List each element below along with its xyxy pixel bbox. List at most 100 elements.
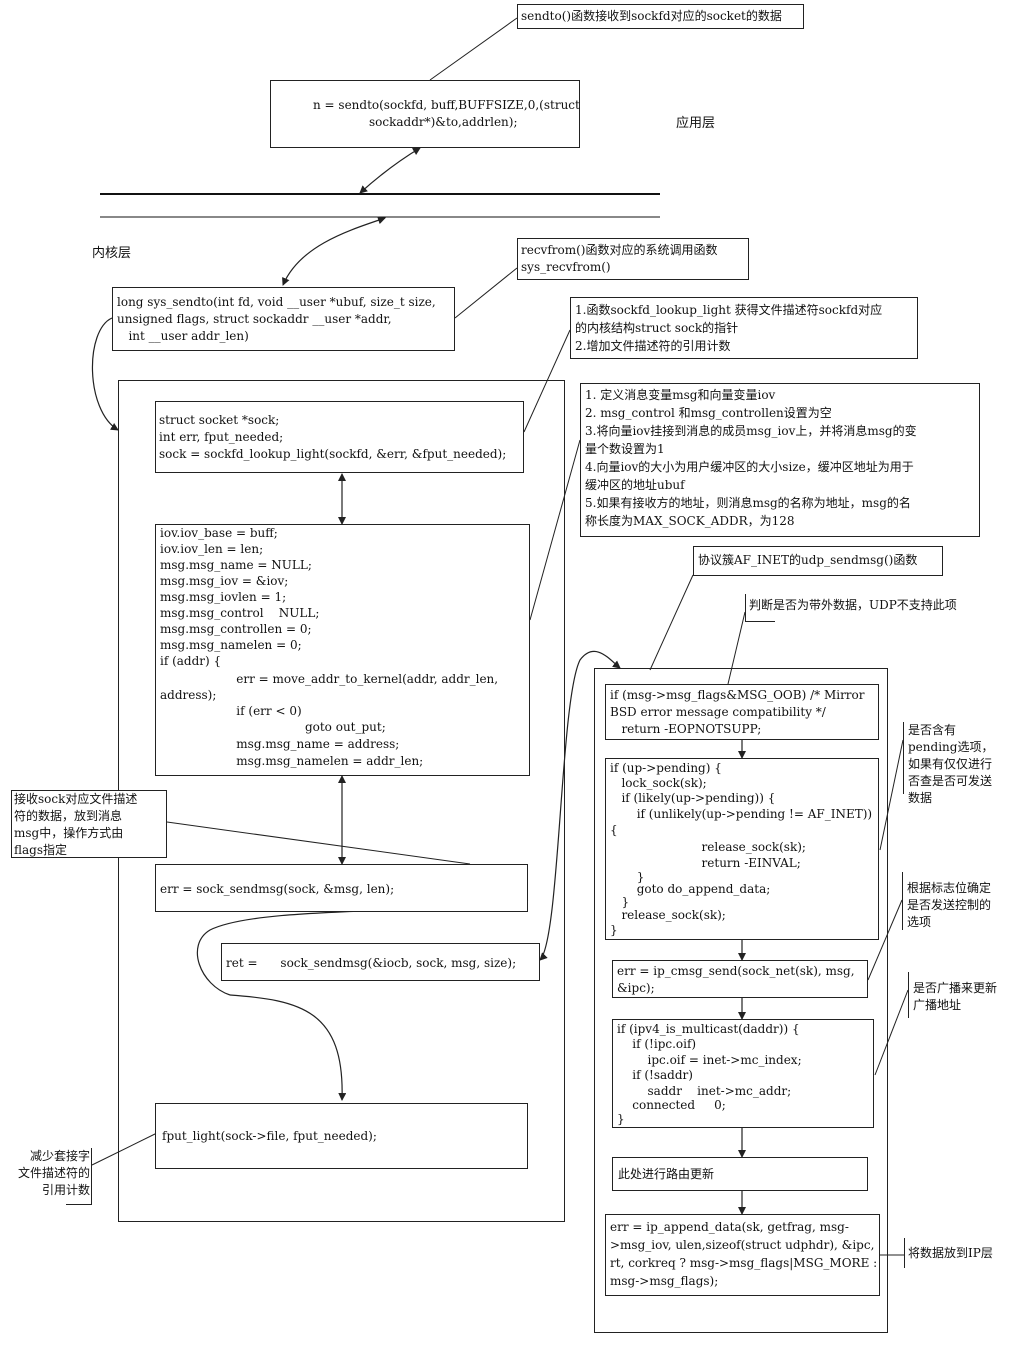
kernel-syscall-arrow — [282, 216, 386, 286]
pending-line-2: lock_sock(sk); — [610, 776, 707, 790]
sock-line-3: sock = sockfd_lookup_light(sockfd, &err,… — [159, 447, 507, 461]
pending-line-4: if (unlikely(up->pending != AF_INET)) — [610, 807, 873, 821]
fput-text: fput_light(sock->file, fput_needed); — [162, 1129, 377, 1143]
udp-note-connector — [649, 574, 694, 671]
iov-line-1: iov.iov_base = buff; — [160, 526, 278, 540]
iov-line-15: msg.msg_namelen = addr_len; — [160, 754, 424, 768]
bcast-note-connector — [874, 989, 909, 1076]
msg-note-line-4: 量个数设置为1 — [585, 442, 665, 456]
sock-line-1: struct socket *sock; — [159, 413, 280, 427]
mcast-line-7: } — [617, 1112, 625, 1126]
decrease-note-line-3: 引用计数 — [41, 1183, 90, 1197]
iov-line-5: msg.msg_iovlen = 1; — [160, 590, 287, 604]
msg-note-line-3: 3.将向量iov挂接到消息的成员msg_iov上，并将消息msg的变 — [585, 424, 917, 438]
msg-note-line-7: 5.如果有接收方的地址，则消息msg的名称为地址，msg的名 — [585, 496, 911, 510]
iov-line-14: msg.msg_name = address; — [160, 737, 400, 751]
flag-note-border — [902, 872, 903, 930]
pending-check-box: if (up->pending) { lock_sock(sk); if (li… — [605, 758, 879, 940]
append-line-3: rt, corkreq ? msg->msg_flags|MSG_MORE : — [610, 1256, 878, 1270]
pending-line-11: release_sock(sk); — [610, 908, 726, 922]
pending-note-line-3: 如果有仅仅进行 — [908, 757, 993, 771]
cmsg-line-2: &ipc); — [617, 981, 655, 995]
decrease-note-line-1: 减少套接字 — [29, 1149, 90, 1163]
pending-line-10: } — [610, 895, 630, 909]
oob-note-bottom — [745, 621, 775, 622]
syscall-note-line-1: recvfrom()函数对应的系统调用函数 — [521, 243, 718, 257]
flag-note: 根据标志位确定 是否发送控制的 选项 — [902, 880, 1014, 934]
oob-check-box: if (msg->msg_flags&MSG_OOB) /* Mirror BS… — [605, 684, 879, 740]
bcast-note-line-1: 是否广播来更新 — [913, 981, 998, 995]
iov-line-2: iov.iov_len = len; — [160, 542, 264, 556]
recv-note-line-4: flags指定 — [14, 843, 67, 857]
ip-note-text: 将数据放到IP层 — [908, 1246, 993, 1260]
sys-sendto-line-1: long sys_sendto(int fd, void __user *ubu… — [117, 295, 436, 309]
sys-to-frame-arrow — [91, 317, 119, 431]
iov-line-9: if (addr) { — [160, 654, 222, 668]
lookup-note-line-3: 2.增加文件描述符的引用计数 — [575, 339, 731, 353]
msg-note-connector — [529, 439, 581, 621]
flag-note-line-1: 根据标志位确定 — [907, 881, 992, 895]
recv-note: 接收sock对应文件描述 符的数据，放到消息 msg中，操作方式由 flags指… — [11, 790, 167, 858]
ip-layer-note: 将数据放到IP层 — [904, 1240, 1014, 1268]
append-line-4: msg->msg_flags); — [610, 1274, 719, 1288]
iov-line-12: if (err < 0) — [160, 704, 302, 718]
ret-to-fput-arrow — [229, 994, 347, 1101]
iov-line-11: address); — [160, 688, 217, 702]
ret-call-box: ret = sock_sendmsg(&iocb, sock, msg, siz… — [221, 943, 540, 981]
oob-line-2: BSD error message compatibility */ — [610, 705, 826, 719]
lookup-note-line-1: 1.函数sockfd_lookup_light 获得文件描述符sockfd对应 — [575, 303, 883, 317]
iov-line-4: msg.msg_iov = &iov; — [160, 574, 289, 588]
sys-sendto-line-3: int __user addr_len) — [117, 329, 249, 343]
oob-note-text: 判断是否为带外数据，UDP不支持此项 — [749, 598, 957, 612]
app-call-line-1: n = sendto(sockfd, buff,BUFFSIZE,0,(stru… — [313, 98, 580, 112]
msg-note-line-1: 1. 定义消息变量msg和向量变量iov — [585, 388, 776, 402]
ret-call-text: ret = sock_sendmsg(&iocb, sock, msg, siz… — [226, 956, 517, 970]
iov-line-6: msg.msg_control NULL; — [160, 606, 320, 620]
recv-note-connector — [166, 821, 471, 865]
append-data-box: err = ip_append_data(sk, getfrag, msg- >… — [605, 1214, 880, 1296]
pending-note-border — [903, 722, 904, 794]
kernel-layer-label: 内核层 — [92, 246, 132, 261]
sock-sendmsg-text: err = sock_sendmsg(sock, &msg, len); — [160, 882, 395, 896]
oob-line-3: return -EOPNOTSUPP; — [610, 722, 762, 736]
oob-note-connector — [727, 611, 746, 685]
append-line-1: err = ip_append_data(sk, getfrag, msg- — [610, 1220, 849, 1234]
syscall-note-connector — [454, 267, 518, 319]
top-note-connector — [429, 17, 518, 81]
app-layer-label: 应用层 — [676, 116, 716, 131]
route-update-box: 此处进行路由更新 — [612, 1157, 868, 1191]
oob-line-1: if (msg->msg_flags&MSG_OOB) /* Mirror — [610, 688, 865, 702]
bcast-note-line-2: 广播地址 — [913, 998, 962, 1012]
pending-line-6: release_sock(sk); — [610, 840, 806, 854]
append-line-2: >msg_iov, ulen,sizeof(struct udphdr), &i… — [610, 1238, 875, 1252]
syscall-note-line-2: sys_recvfrom() — [521, 260, 611, 274]
pending-note-line-1: 是否含有 — [908, 723, 957, 737]
decrease-note-line-2: 文件描述符的 — [17, 1166, 90, 1180]
iov-setup-box: iov.iov_base = buff; iov.iov_len = len; … — [155, 524, 530, 776]
flag-note-line-3: 选项 — [907, 915, 932, 929]
udp-note-text: 协议簇AF_INET的udp_sendmsg()函数 — [698, 553, 918, 567]
multicast-box: if (ipv4_is_multicast(daddr)) { if (!ipc… — [612, 1019, 874, 1128]
pending-note: 是否含有 pending选项， 如果有仅仅进行 否查是否可发送 数据 — [903, 722, 1017, 812]
sys-sendto-line-2: unsigned flags, struct sockaddr __user *… — [117, 312, 392, 326]
pending-line-7: return -EINVAL; — [610, 856, 801, 870]
pending-line-5: { — [610, 823, 618, 837]
app-call-box: n = sendto(sockfd, buff,BUFFSIZE,0,(stru… — [270, 80, 580, 148]
broadcast-note: 是否广播来更新 广播地址 — [908, 980, 1018, 1018]
iov-line-3: msg.msg_name = NULL; — [160, 558, 312, 572]
iov-line-8: msg.msg_namelen = 0; — [160, 638, 302, 652]
mcast-line-3: ipc.oif = inet->mc_index; — [617, 1053, 802, 1067]
sock-line-2: int err, fput_needed; — [159, 430, 284, 444]
lookup-note-connector — [523, 329, 571, 433]
top-note: sendto()函数接收到sockfd对应的socket的数据 — [517, 4, 804, 29]
mcast-line-5: saddr inet->mc_addr; — [617, 1084, 792, 1098]
oob-note-border — [745, 594, 746, 622]
recv-note-line-3: msg中，操作方式由 — [14, 826, 124, 840]
iov-line-13: goto out_put; — [160, 720, 386, 734]
iov-line-10: err = move_addr_to_kernel(addr, addr_len… — [160, 672, 499, 686]
pending-line-3: if (likely(up->pending)) { — [610, 791, 776, 805]
pending-note-line-2: pending选项， — [908, 740, 994, 754]
msg-note-line-5: 4.向量iov的大小为用户缓冲区的大小size，缓冲区地址为用于 — [585, 460, 914, 474]
mcast-line-1: if (ipv4_is_multicast(daddr)) { — [617, 1022, 800, 1036]
